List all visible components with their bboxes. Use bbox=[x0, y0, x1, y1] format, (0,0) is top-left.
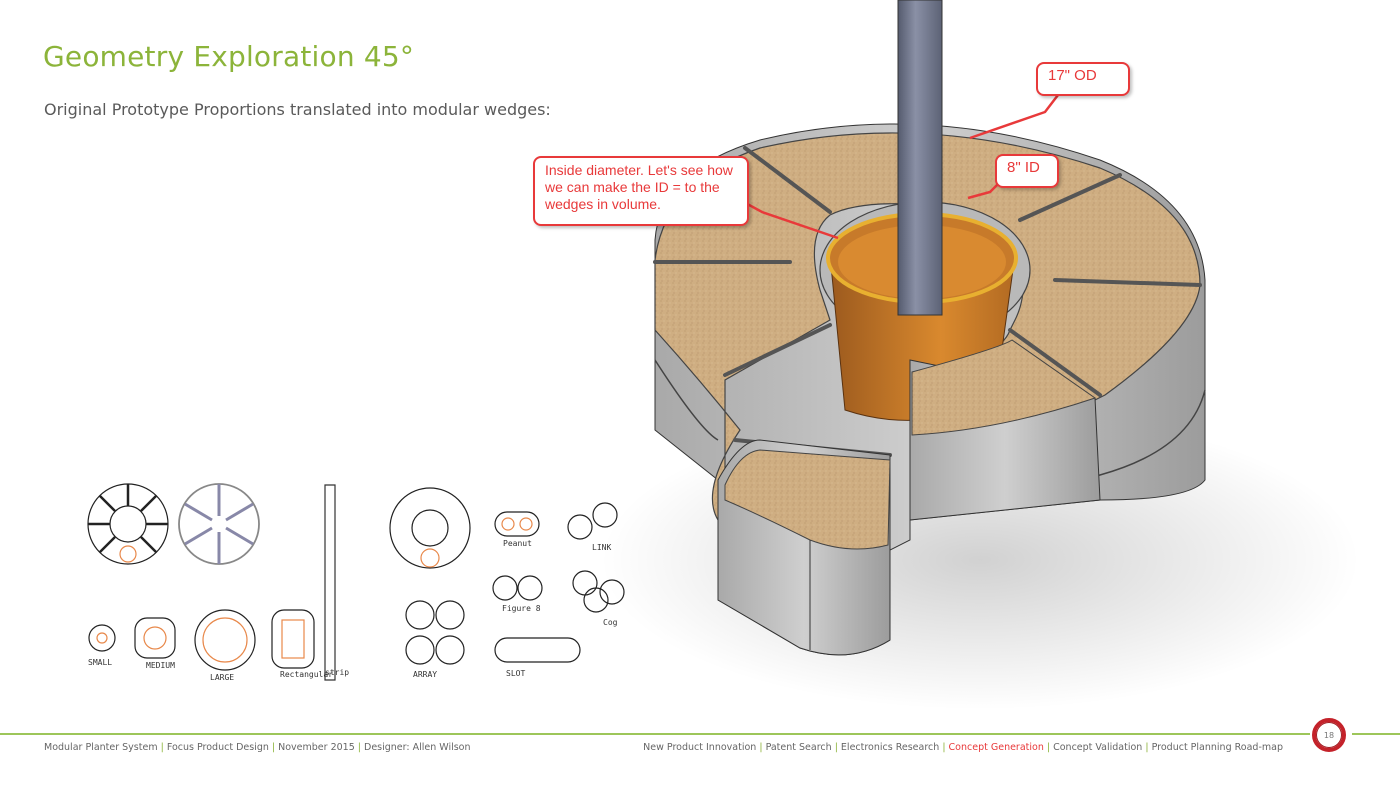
nav-patent-search[interactable]: Patent Search bbox=[765, 742, 832, 753]
sketch-label-array: ARRAY bbox=[413, 670, 438, 679]
sketch-label-rectangular: Rectangular bbox=[280, 670, 333, 679]
nav-concept-generation[interactable]: Concept Generation bbox=[948, 742, 1044, 753]
sketch-label-large: LARGE bbox=[210, 673, 235, 682]
sketch-label-link: LINK bbox=[592, 543, 612, 552]
sketch-label-strip: strip bbox=[325, 668, 350, 677]
planter-render bbox=[600, 0, 1360, 710]
inside-diameter-note-callout: Inside diameter. Let's see how we can ma… bbox=[533, 156, 749, 226]
footer-project: Modular Planter System bbox=[44, 742, 158, 753]
footer-rule bbox=[0, 733, 1310, 735]
sketch-label-slot: SLOT bbox=[506, 669, 526, 678]
configuration-sketches bbox=[87, 483, 625, 681]
sketch-label-figure-8: Figure 8 bbox=[502, 604, 541, 613]
footer-company: Focus Product Design bbox=[166, 742, 269, 753]
inner-diameter-callout: 8" ID bbox=[995, 154, 1059, 188]
nav-concept-validation[interactable]: Concept Validation bbox=[1053, 742, 1143, 753]
nav-new-product-innovation[interactable]: New Product Innovation bbox=[643, 742, 757, 753]
nav-electronics-research[interactable]: Electronics Research bbox=[840, 742, 940, 753]
page-title: Geometry Exploration 45° bbox=[43, 40, 415, 73]
nav-product-planning-roadmap[interactable]: Product Planning Road-map bbox=[1151, 742, 1283, 753]
outer-diameter-callout: 17" OD bbox=[1036, 62, 1130, 96]
sketch-label-medium: MEDIUM bbox=[146, 661, 175, 670]
sketch-label-cog: Cog bbox=[603, 618, 618, 627]
footer-project-info: Modular Planter System | Focus Product D… bbox=[44, 742, 471, 753]
footer-process-nav: New Product Innovation | Patent Search |… bbox=[643, 742, 1283, 753]
footer-designer: Designer: Allen Wilson bbox=[364, 742, 471, 753]
footer-rule-right bbox=[1352, 733, 1400, 735]
sketch-label-small: SMALL bbox=[88, 658, 113, 667]
footer-date: November 2015 bbox=[278, 742, 355, 753]
page-subtitle: Original Prototype Proportions translate… bbox=[44, 100, 551, 119]
page-number-badge: 18 bbox=[1312, 718, 1346, 752]
sketch-label-peanut: Peanut bbox=[503, 539, 532, 548]
